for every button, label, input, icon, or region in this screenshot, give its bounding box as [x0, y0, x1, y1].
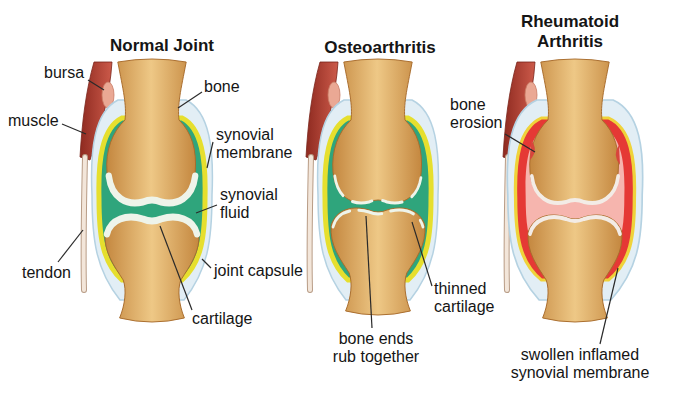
leader-line — [178, 92, 202, 108]
leader-line — [62, 124, 86, 134]
normal-joint — [80, 59, 212, 322]
bones — [331, 59, 425, 315]
part-label: tendon — [22, 264, 71, 282]
bone — [530, 59, 619, 203]
leader-line — [88, 80, 104, 90]
leader-line — [505, 134, 535, 152]
bone — [331, 208, 425, 315]
cartilage — [530, 217, 620, 234]
part-label: bone ends rub together — [327, 330, 425, 366]
part-label: cartilage — [192, 310, 252, 328]
bone — [105, 215, 199, 322]
rheumatoid-joint — [503, 59, 643, 322]
bone — [107, 59, 196, 203]
lower-bone-group — [331, 208, 425, 315]
bone-erosion-mark — [616, 145, 620, 165]
part-label: synovial fluid — [220, 186, 290, 222]
cartilage — [532, 176, 618, 203]
leader-line — [412, 222, 432, 286]
part-label: synovial membrane — [216, 126, 296, 162]
part-label: bone — [204, 78, 240, 96]
bones — [105, 59, 199, 322]
part-label: swollen inflamed synovial membrane — [505, 346, 655, 382]
leader-lines — [58, 80, 618, 344]
thinned-cartilage — [335, 176, 421, 203]
bone — [528, 215, 622, 322]
osteoarthritis-joint — [306, 59, 438, 315]
part-label: bursa — [44, 64, 84, 82]
leader-line — [207, 142, 213, 168]
bone — [333, 59, 422, 203]
cartilage — [109, 176, 195, 203]
panel-heading: Normal Joint — [87, 36, 237, 56]
bones — [528, 59, 622, 322]
leader-line — [160, 226, 192, 310]
part-label: bone erosion — [450, 96, 510, 132]
leader-line — [366, 216, 372, 328]
leader-line — [196, 205, 217, 213]
leader-line — [202, 259, 211, 268]
thinned-cartilage — [333, 210, 423, 227]
panel-heading: Rheumatoid Arthritis — [513, 12, 628, 52]
leader-line — [600, 268, 618, 344]
panel-heading: Osteoarthritis — [305, 38, 455, 58]
part-label: joint capsule — [214, 262, 303, 280]
part-label: muscle — [8, 112, 59, 130]
cartilage — [107, 217, 197, 234]
part-label: thinned cartilage — [434, 280, 516, 316]
leader-line — [58, 230, 83, 262]
